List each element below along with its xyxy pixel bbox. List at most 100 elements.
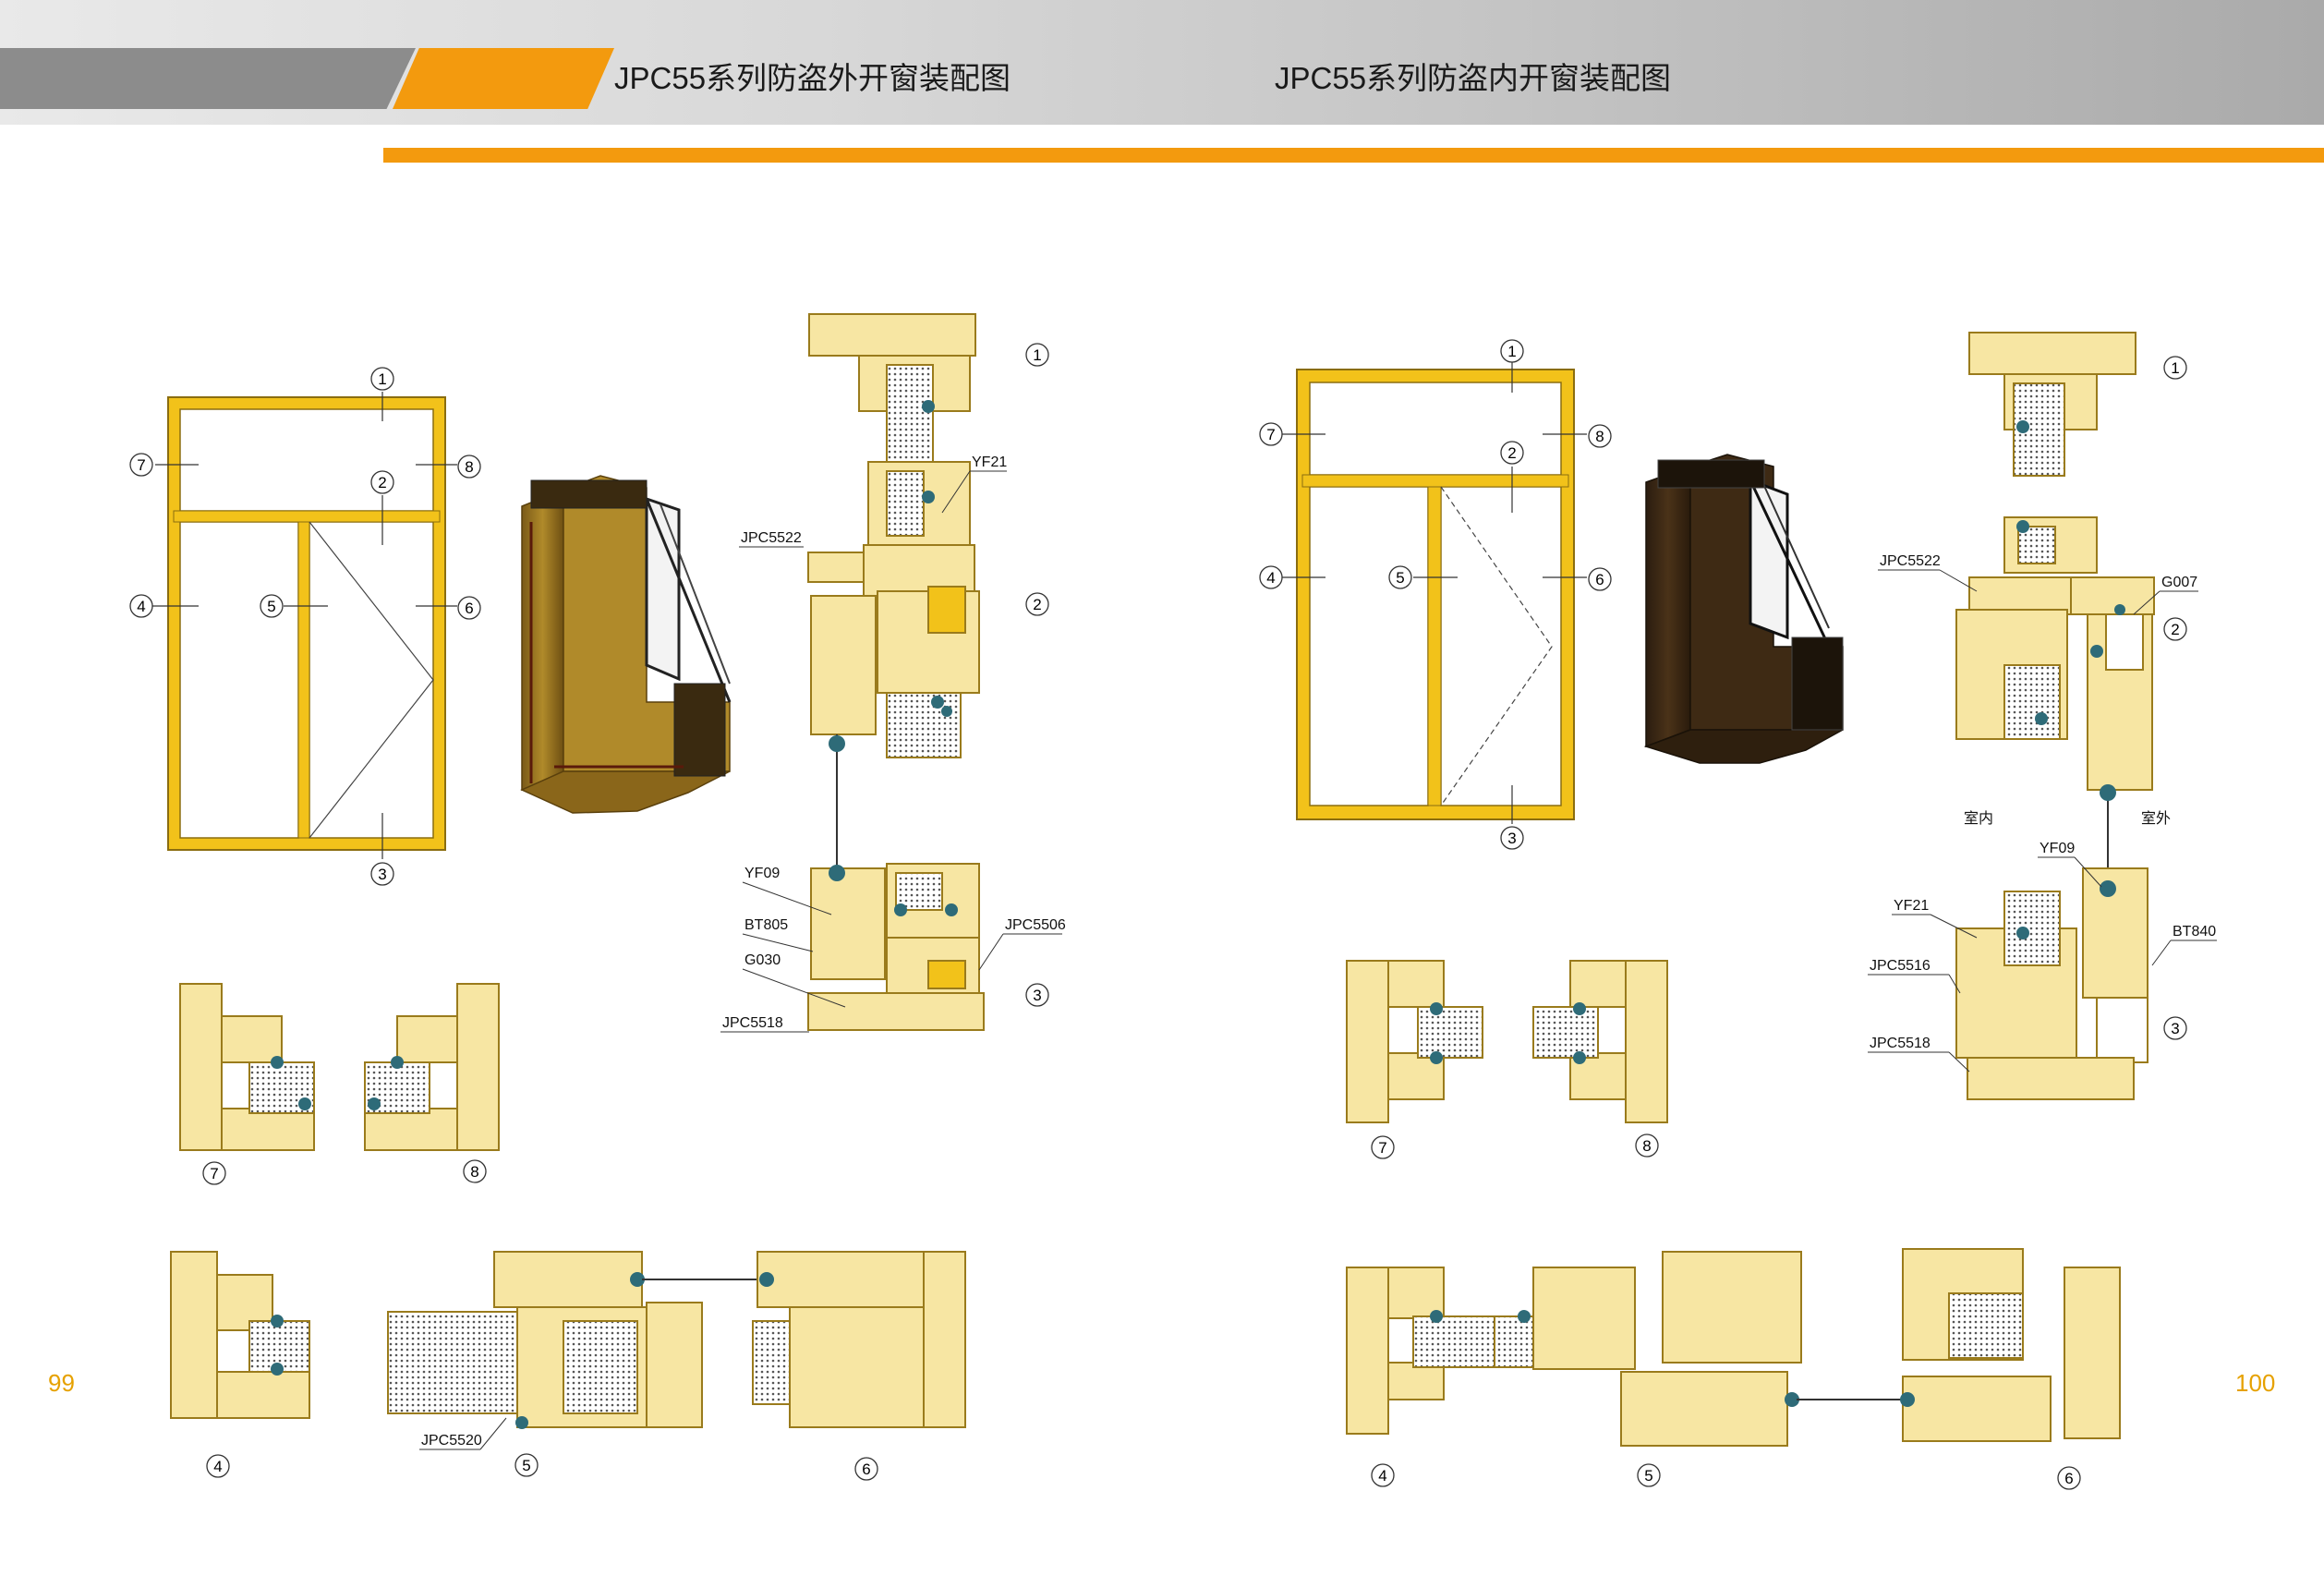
right-label-indoor: 室内 — [1964, 810, 1993, 827]
right-detail-7 — [1346, 960, 1483, 1123]
left-label-bt805: BT805 — [744, 917, 788, 933]
left-callout-7: 7 — [129, 453, 153, 477]
left-callout-8-text: 8 — [465, 458, 473, 476]
right-detail-callouts: 7 8 4 5 6 — [1371, 1133, 2081, 1490]
left-detail-6 — [752, 1251, 966, 1428]
left-callout-7-text: 7 — [137, 456, 145, 474]
right-callout-2: 2 — [1500, 441, 1524, 465]
left-part-labels: YF21 JPC5522 YF09 BT805 G030 JPC5518 JPC… — [419, 455, 1066, 1450]
left-elevation-callouts: 1 2 3 4 5 6 7 8 — [129, 367, 481, 886]
right-callout-4-text: 4 — [1266, 569, 1275, 587]
right-detail-callout-7: 7 — [1371, 1135, 1395, 1159]
right-part-labels: JPC5522 G007 室内 室外 YF09 YF21 BT840 JPC55… — [1868, 553, 2217, 1073]
left-section-callout-3-text: 3 — [1033, 987, 1041, 1004]
right-section-callout-1-text: 1 — [2171, 359, 2179, 377]
left-detail-callout-4-text: 4 — [213, 1458, 222, 1475]
left-callout-6-text: 6 — [465, 600, 473, 617]
left-detail-5 — [387, 1251, 757, 1429]
right-label-bt840: BT840 — [2173, 924, 2216, 939]
right-label-jpc5522: JPC5522 — [1880, 553, 1941, 569]
right-section-callout-2: 2 — [2163, 617, 2187, 641]
left-label-jpc5522: JPC5522 — [741, 530, 802, 546]
right-detail-callout-4: 4 — [1371, 1463, 1395, 1487]
right-vertical-section — [1955, 332, 2155, 1100]
right-detail-callout-8: 8 — [1635, 1133, 1659, 1158]
right-callout-7-text: 7 — [1266, 426, 1275, 443]
right-detail-5 — [1494, 1251, 1903, 1447]
left-detail-8 — [364, 983, 500, 1151]
right-callout-4: 4 — [1259, 565, 1283, 589]
left-detail-7 — [179, 983, 315, 1151]
right-section-callout-1: 1 — [2163, 356, 2187, 380]
right-section-callout-3: 3 — [2163, 1016, 2187, 1040]
right-label-outdoor: 室外 — [2141, 810, 2171, 827]
right-window-elevation — [1282, 362, 1587, 824]
right-callout-7: 7 — [1259, 422, 1283, 446]
left-label-yf21: YF21 — [972, 455, 1007, 470]
right-detail-6 — [1900, 1248, 2121, 1442]
right-callout-1-text: 1 — [1507, 343, 1516, 360]
left-callout-4-text: 4 — [137, 598, 145, 615]
right-callout-8-text: 8 — [1595, 428, 1604, 445]
right-callout-2-text: 2 — [1507, 444, 1516, 462]
right-detail-callout-6: 6 — [2057, 1466, 2081, 1490]
header-orange-tab — [393, 48, 614, 109]
right-label-jpc5516: JPC5516 — [1870, 958, 1931, 974]
left-section-callout-3: 3 — [1025, 983, 1049, 1007]
right-callout-5: 5 — [1388, 565, 1412, 589]
right-label-yf09: YF09 — [2040, 841, 2075, 856]
right-detail-callout-4-text: 4 — [1378, 1467, 1386, 1485]
left-detail-callout-7-text: 7 — [210, 1165, 218, 1182]
header-orange-rule — [383, 148, 2324, 163]
left-detail-callout-5: 5 — [514, 1453, 539, 1477]
left-detail-4 — [170, 1251, 310, 1419]
left-callout-1-text: 1 — [378, 370, 386, 388]
left-callout-5-text: 5 — [267, 598, 275, 615]
right-detail-callout-6-text: 6 — [2064, 1470, 2073, 1487]
right-callout-5-text: 5 — [1396, 569, 1404, 587]
right-3d-corner-profile — [1643, 454, 1844, 764]
left-page-number: 99 — [48, 1369, 75, 1397]
left-callout-2: 2 — [370, 470, 394, 494]
right-callout-6: 6 — [1588, 567, 1612, 591]
right-detail-8 — [1532, 960, 1668, 1123]
left-section-callouts: 1 2 3 — [1025, 343, 1049, 1007]
left-callout-5: 5 — [260, 594, 284, 618]
left-label-g030: G030 — [744, 952, 781, 968]
right-page-title: JPC55系列防盗内开窗装配图 — [1275, 61, 1672, 95]
right-detail-callout-8-text: 8 — [1642, 1137, 1651, 1155]
left-callout-1: 1 — [370, 367, 394, 391]
left-window-elevation — [152, 392, 457, 859]
right-page-number: 100 — [2235, 1369, 2276, 1397]
right-elevation-callouts: 1 2 3 4 5 6 7 8 — [1259, 339, 1612, 850]
left-detail-callout-4: 4 — [206, 1454, 230, 1478]
left-page-title: JPC55系列防盗外开窗装配图 — [614, 61, 1011, 95]
right-label-jpc5518: JPC5518 — [1870, 1036, 1931, 1051]
header-gray-band — [0, 48, 416, 109]
left-callout-3: 3 — [370, 862, 394, 886]
left-detail-callouts: 7 8 4 5 6 — [202, 1159, 878, 1481]
left-section-callout-2: 2 — [1025, 592, 1049, 616]
left-section-callout-1: 1 — [1025, 343, 1049, 367]
left-label-jpc5518: JPC5518 — [722, 1015, 783, 1031]
right-section-callout-3-text: 3 — [2171, 1020, 2179, 1037]
left-detail-callout-6-text: 6 — [862, 1461, 870, 1478]
right-callout-1: 1 — [1500, 339, 1524, 363]
left-detail-callout-8-text: 8 — [470, 1163, 478, 1181]
left-detail-callout-6: 6 — [854, 1457, 878, 1481]
left-callout-2-text: 2 — [378, 474, 386, 491]
left-label-jpc5506: JPC5506 — [1005, 917, 1066, 933]
right-section-callouts: 1 2 3 — [2163, 356, 2187, 1040]
right-callout-3-text: 3 — [1507, 830, 1516, 847]
right-detail-callout-7-text: 7 — [1378, 1139, 1386, 1157]
left-section-callout-1-text: 1 — [1033, 346, 1041, 364]
left-detail-callout-5-text: 5 — [522, 1457, 530, 1474]
right-callout-3: 3 — [1500, 826, 1524, 850]
left-section-callout-2-text: 2 — [1033, 596, 1041, 613]
left-label-yf09: YF09 — [744, 866, 780, 881]
left-detail-callout-7: 7 — [202, 1161, 226, 1185]
left-label-jpc5520: JPC5520 — [421, 1433, 482, 1449]
right-label-yf21: YF21 — [1894, 898, 1929, 914]
left-callout-3-text: 3 — [378, 866, 386, 883]
